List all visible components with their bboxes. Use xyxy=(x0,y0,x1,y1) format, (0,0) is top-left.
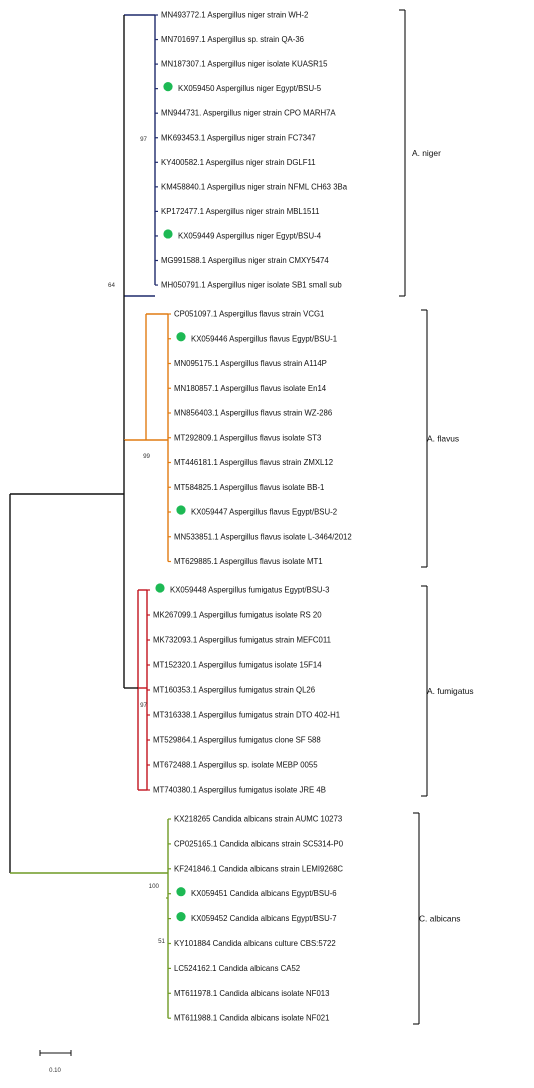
leaf-label: KF241846.1 Candida albicans strain LEMI9… xyxy=(174,864,343,873)
leaf-label: KX059450 Aspergillus niger Egypt/BSU-5 xyxy=(178,84,322,93)
leaf-label: MK693453.1 Aspergillus niger strain FC73… xyxy=(161,133,316,142)
clade-3: KX218265 Candida albicans strain AUMC 10… xyxy=(167,815,344,1023)
leaf-label: KX059452 Candida albicans Egypt/BSU-7 xyxy=(191,914,337,923)
leaf-label: MT629885.1 Aspergillus flavus isolate MT… xyxy=(174,557,323,566)
leaf-label: MT584825.1 Aspergillus flavus isolate BB… xyxy=(174,483,324,492)
leaf-label: KY101884 Candida albicans culture CBS:57… xyxy=(174,939,336,948)
bootstrap-albicans-inner: 51 xyxy=(158,938,165,945)
leaf-label: MT316338.1 Aspergillus fumigatus strain … xyxy=(153,711,340,720)
clade-label: A. niger xyxy=(412,148,441,158)
leaf-label: KX059446 Aspergillus flavus Egypt/BSU-1 xyxy=(191,334,337,343)
sample-marker-icon xyxy=(176,505,186,515)
bootstrap-fumigatus: 97 xyxy=(140,702,147,709)
bootstrap-aspergillus: 64 xyxy=(108,282,115,289)
leaf-label: KM458840.1 Aspergillus niger strain NFML… xyxy=(161,182,348,191)
sample-marker-icon xyxy=(163,229,173,239)
leaf-label: MT292809.1 Aspergillus flavus isolate ST… xyxy=(174,433,321,442)
leaf-label: CP051097.1 Aspergillus flavus strain VCG… xyxy=(174,310,324,319)
leaf-label: LC524162.1 Candida albicans CA52 xyxy=(174,964,300,973)
leaf-label: MN493772.1 Aspergillus niger strain WH-2 xyxy=(161,11,308,20)
leaf-label: KX218265 Candida albicans strain AUMC 10… xyxy=(174,815,342,824)
clade-label: A. fumigatus xyxy=(427,686,474,696)
leaf-label: MT611988.1 Candida albicans isolate NF02… xyxy=(174,1014,329,1023)
bootstrap-niger: 97 xyxy=(140,136,147,143)
leaf-label: MN095175.1 Aspergillus flavus strain A11… xyxy=(174,359,327,368)
leaf-label: MK267099.1 Aspergillus fumigatus isolate… xyxy=(153,611,322,620)
leaf-label: KX059451 Candida albicans Egypt/BSU-6 xyxy=(191,889,337,898)
leaf-label: KP172477.1 Aspergillus niger strain MBL1… xyxy=(161,207,320,216)
leaf-label: KX059448 Aspergillus fumigatus Egypt/BSU… xyxy=(170,586,330,595)
bootstrap-flavus: 99 xyxy=(143,453,150,460)
leaf-label: MT529864.1 Aspergillus fumigatus clone S… xyxy=(153,736,321,745)
sample-marker-icon xyxy=(163,82,173,92)
leaf-label: MN533851.1 Aspergillus flavus isolate L-… xyxy=(174,532,352,541)
leaf-label: KX059447 Aspergillus flavus Egypt/BSU-2 xyxy=(191,508,337,517)
leaf-label: KX059449 Aspergillus niger Egypt/BSU-4 xyxy=(178,231,322,240)
clade-0: MN493772.1 Aspergillus niger strain WH-2… xyxy=(154,11,348,290)
sample-marker-icon xyxy=(155,583,165,593)
clade-2: KX059448 Aspergillus fumigatus Egypt/BSU… xyxy=(146,583,340,795)
leaf-label: MN856403.1 Aspergillus flavus strain WZ-… xyxy=(174,409,332,418)
sample-marker-icon xyxy=(176,912,186,922)
leaf-label: MN180857.1 Aspergillus flavus isolate En… xyxy=(174,384,327,393)
clade-1: CP051097.1 Aspergillus flavus strain VCG… xyxy=(167,310,352,566)
leaf-label: MG991588.1 Aspergillus niger strain CMXY… xyxy=(161,256,329,265)
leaf-label: KY400582.1 Aspergillus niger strain DGLF… xyxy=(161,158,316,167)
leaf-label: MT446181.1 Aspergillus flavus strain ZMX… xyxy=(174,458,333,467)
leaf-label: MT611978.1 Candida albicans isolate NF01… xyxy=(174,989,329,998)
leaf-label: MK732093.1 Aspergillus fumigatus strain … xyxy=(153,636,331,645)
leaf-label: MT160353.1 Aspergillus fumigatus strain … xyxy=(153,686,315,695)
sample-marker-icon xyxy=(176,332,186,342)
scale-bar-label: 0.10 xyxy=(49,1068,61,1074)
sample-marker-icon xyxy=(176,887,186,897)
leaf-label: MN944731. Aspergillus niger strain CPO M… xyxy=(161,109,336,118)
bootstrap-albicans: 100 xyxy=(149,883,160,890)
clade-label: A. flavus xyxy=(427,434,459,444)
leaf-label: MT152320.1 Aspergillus fumigatus isolate… xyxy=(153,661,322,670)
leaf-label: MN187307.1 Aspergillus niger isolate KUA… xyxy=(161,60,328,69)
leaf-label: MT672488.1 Aspergillus sp. isolate MEBP … xyxy=(153,761,318,770)
leaf-label: MH050791.1 Aspergillus niger isolate SB1… xyxy=(161,281,342,290)
clade-label: C. albicans xyxy=(419,914,460,924)
leaf-label: CP025165.1 Candida albicans strain SC531… xyxy=(174,839,344,848)
leaf-label: MT740380.1 Aspergillus fumigatus isolate… xyxy=(153,786,326,795)
leaf-label: MN701697.1 Aspergillus sp. strain QA-36 xyxy=(161,35,304,44)
